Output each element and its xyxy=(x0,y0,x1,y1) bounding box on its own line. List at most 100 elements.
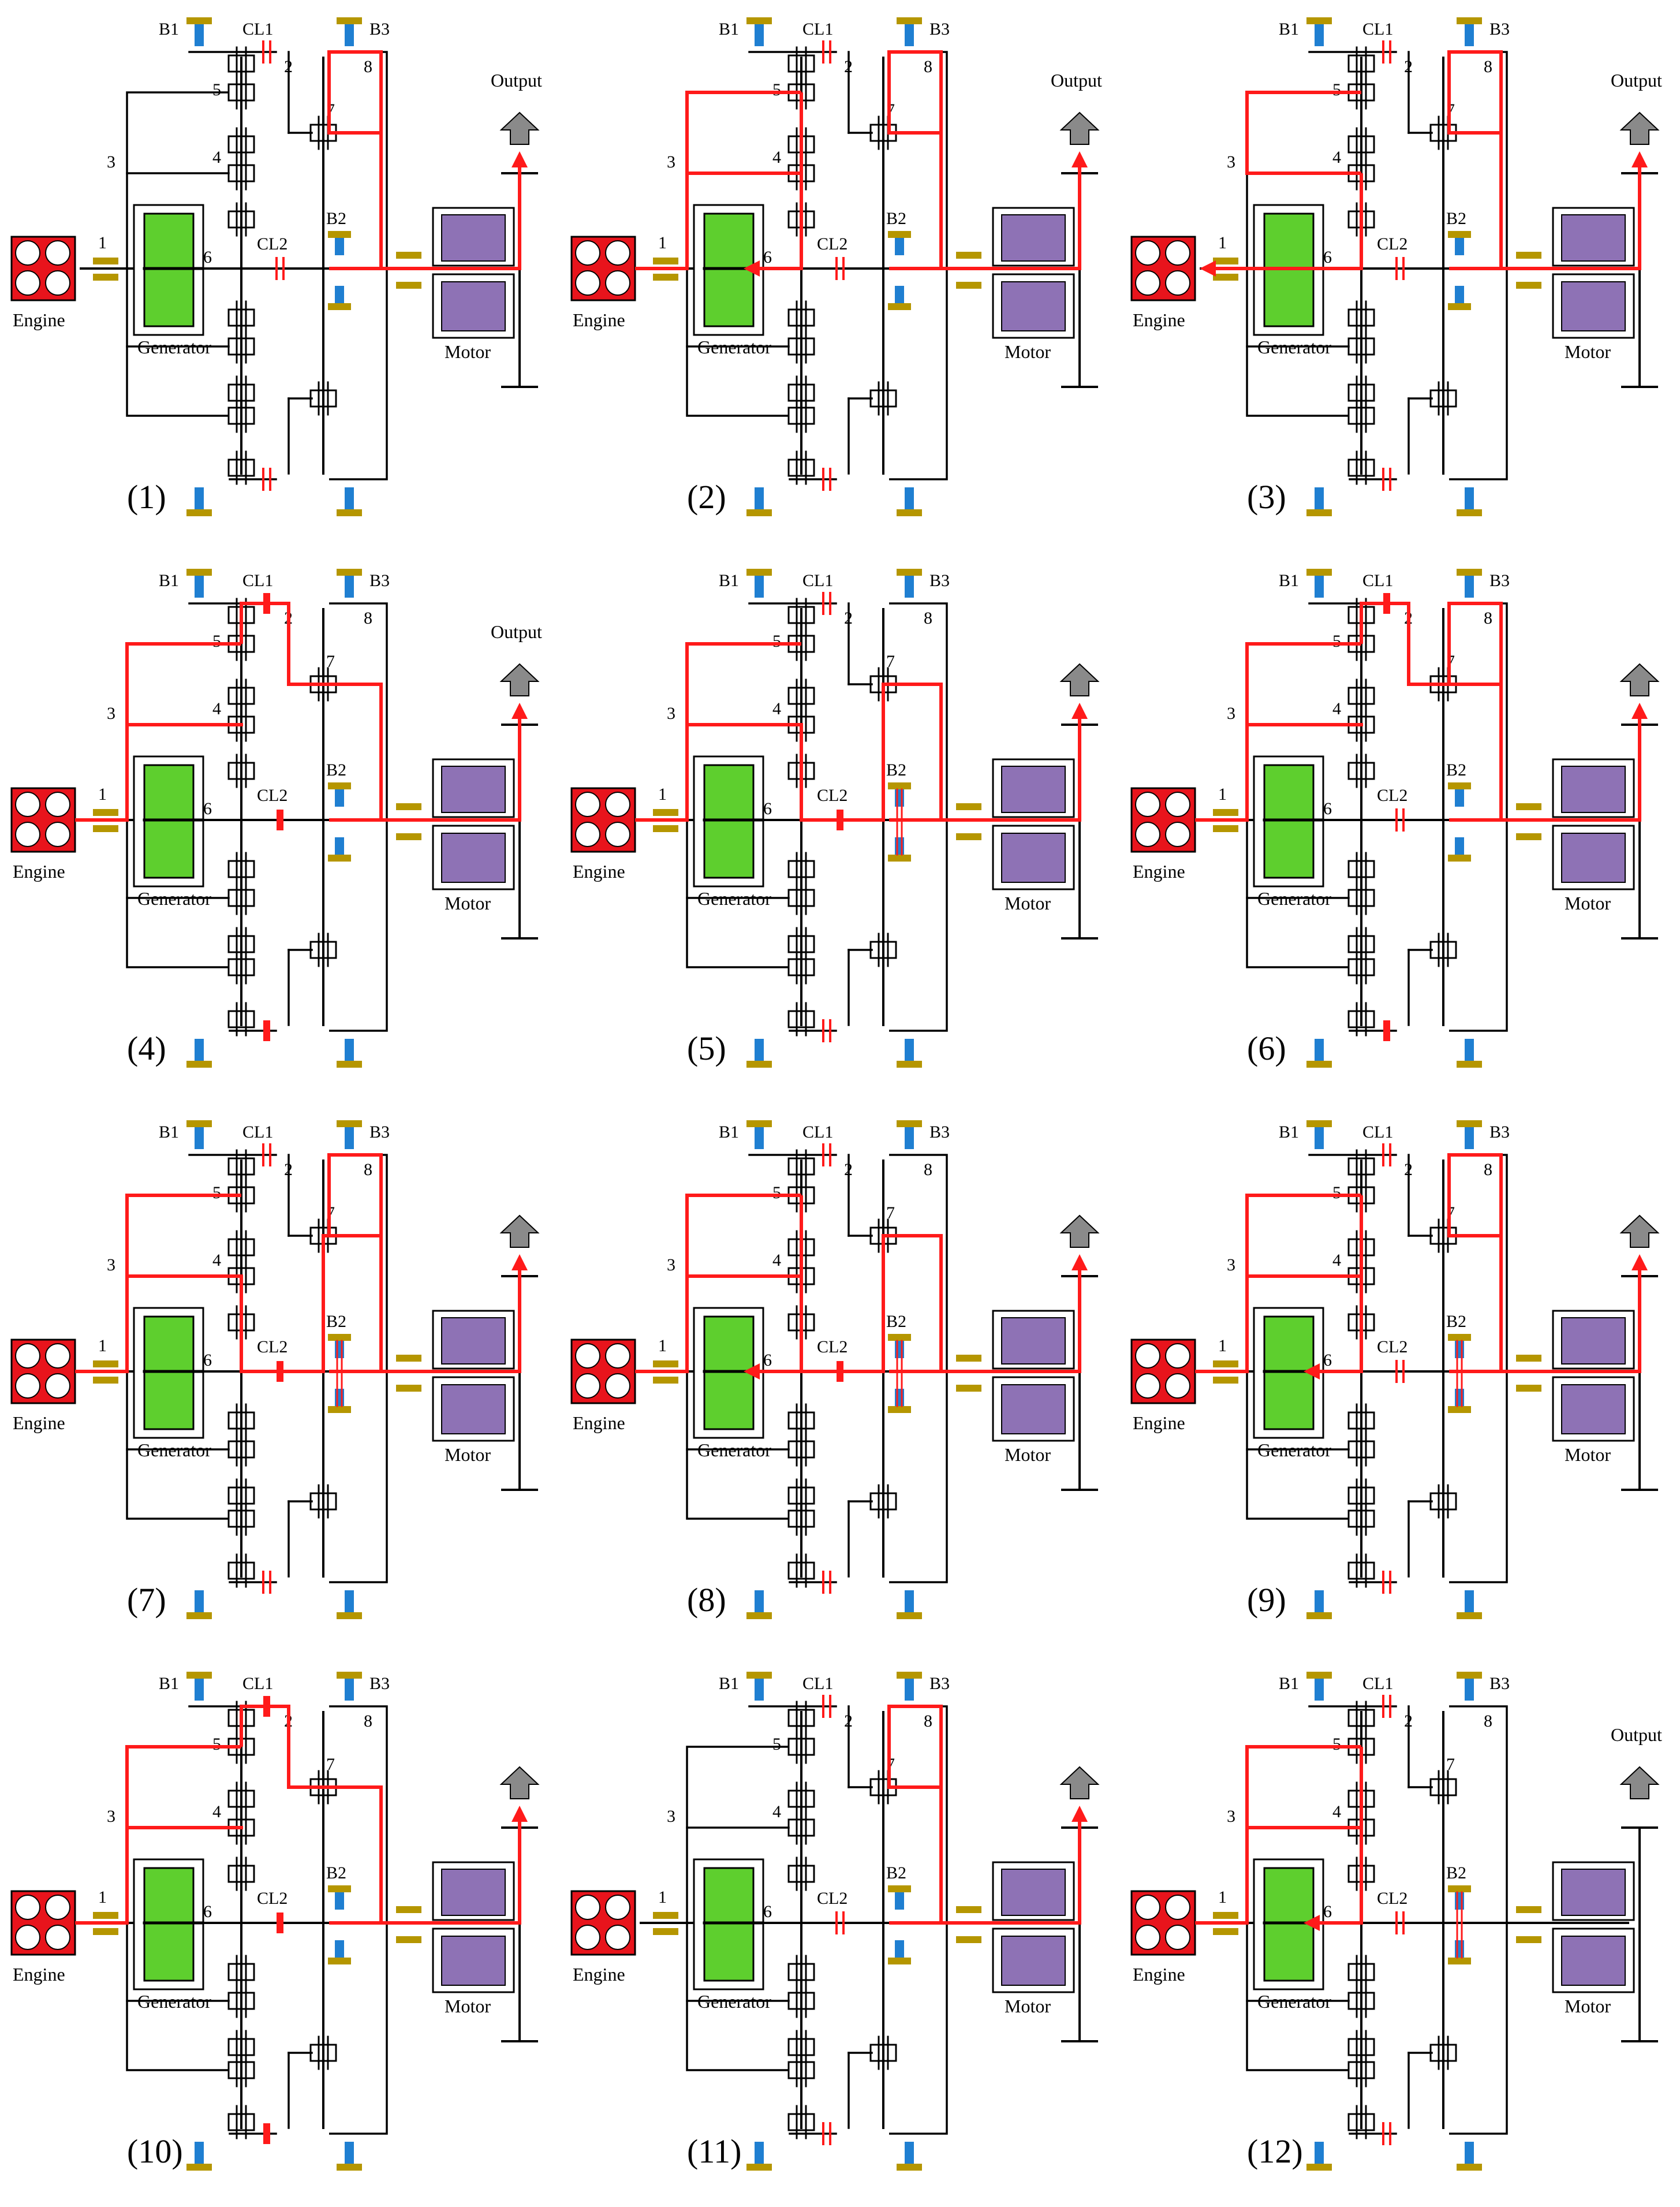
clutch-cl1-lower xyxy=(262,468,271,491)
gear-8-label: 8 xyxy=(364,609,372,628)
engine-cylinder-icon xyxy=(15,1343,40,1369)
gear-3-label: 3 xyxy=(1227,704,1235,723)
input-bearing xyxy=(1213,1928,1238,1935)
gear-5-label: 5 xyxy=(772,1183,781,1202)
flow-output-arrowhead xyxy=(512,703,528,719)
input-bearing xyxy=(1213,1377,1238,1384)
b1-label: B1 xyxy=(159,1123,179,1142)
brake-bottom-right xyxy=(897,1039,922,1068)
engine-cylinder-icon xyxy=(1135,822,1160,847)
motor-label: Motor xyxy=(445,341,491,362)
clutch-cl1 xyxy=(262,40,271,64)
planet-gear xyxy=(869,1484,897,1519)
planet-gear xyxy=(869,381,897,416)
motor-bearing xyxy=(1516,1385,1541,1392)
shaft-1-label: 1 xyxy=(98,785,107,804)
flow-output-arrowhead xyxy=(1072,1806,1088,1822)
b2-label: B2 xyxy=(886,209,906,228)
engine-cylinder-icon xyxy=(1165,792,1190,817)
gear-5-label: 5 xyxy=(212,1183,221,1202)
gear-6-label: 6 xyxy=(1323,1351,1332,1370)
gear-5-label: 5 xyxy=(772,1735,781,1754)
engine xyxy=(570,1890,636,1956)
b1-label: B1 xyxy=(1279,571,1299,590)
generator-label: Generator xyxy=(137,1991,211,2012)
motor-label: Motor xyxy=(1565,893,1611,914)
b3-label: B3 xyxy=(929,20,950,39)
sun-gear-tooth xyxy=(787,1478,815,1513)
gear-3-label: 3 xyxy=(667,1807,675,1826)
input-bearing xyxy=(1213,825,1238,832)
power-flow-path xyxy=(75,1705,528,1925)
planet-gear xyxy=(1429,1484,1457,1519)
sun-gear-tooth xyxy=(227,450,255,485)
power-flow-path xyxy=(635,642,1088,822)
engine-cylinder-icon xyxy=(15,1925,40,1950)
output-arrow-icon xyxy=(1059,1214,1100,1248)
cl1-label: CL1 xyxy=(1362,1674,1393,1693)
flow-through-cl1 xyxy=(240,1705,383,1923)
clutch-cl1 xyxy=(262,1143,271,1166)
sun-gear-tooth xyxy=(1347,754,1375,788)
planet-gear xyxy=(227,398,255,433)
b3-label: B3 xyxy=(1489,571,1510,590)
sun-gear-tooth xyxy=(1347,2030,1375,2064)
generator xyxy=(133,204,204,336)
engine-label: Engine xyxy=(1133,1964,1185,1985)
cl2-label: CL2 xyxy=(817,234,848,253)
engine-cylinder-icon xyxy=(605,1895,630,1920)
brake-bottom-left xyxy=(1306,1590,1332,1619)
cl2-label: CL2 xyxy=(817,1337,848,1356)
flow-through-cl2 xyxy=(800,1234,943,1373)
sun-gear-tooth xyxy=(787,2105,815,2139)
motor-bearing xyxy=(396,1936,421,1943)
output-arrow-icon xyxy=(1619,1214,1660,1248)
clutch-cl1-lower xyxy=(263,1020,270,1041)
input-bearing xyxy=(93,825,118,832)
brake-bottom-left xyxy=(186,1039,212,1068)
gear-7-label: 7 xyxy=(1446,1755,1455,1774)
generator-label: Generator xyxy=(1257,1440,1331,1460)
gear-8-label: 8 xyxy=(1484,57,1492,76)
cl2-label: CL2 xyxy=(1377,786,1408,805)
motor-bearing xyxy=(956,1906,981,1913)
flow-engine-carrier xyxy=(635,1194,801,1373)
b2-label: B2 xyxy=(326,1312,346,1331)
planet-gear xyxy=(1429,933,1457,967)
gear-3-label: 3 xyxy=(107,1807,115,1826)
cl1-label: CL1 xyxy=(242,1674,273,1693)
brake-bottom-left xyxy=(746,2142,772,2171)
brake-b3 xyxy=(897,569,922,598)
gear-8-label: 8 xyxy=(1484,1160,1492,1179)
b2-label: B2 xyxy=(1446,209,1466,228)
clutch-cl1 xyxy=(1382,40,1391,64)
engine-cylinder-icon xyxy=(1135,240,1160,266)
engine-cylinder-icon xyxy=(575,240,600,266)
flow-to-generator xyxy=(751,92,803,270)
mode-caption: (8) xyxy=(687,1581,726,1619)
gear-2-label: 2 xyxy=(284,1160,293,1179)
output-arrow-icon xyxy=(499,1766,540,1799)
clutch-cl2 xyxy=(277,810,283,830)
b2-label: B2 xyxy=(1446,760,1466,780)
b3-label: B3 xyxy=(929,1123,950,1142)
motor xyxy=(992,1861,1075,1993)
brake-b3 xyxy=(1457,17,1482,46)
b3-label: B3 xyxy=(1489,1123,1510,1142)
cl2-label: CL2 xyxy=(257,1889,288,1908)
shaft-1-label: 1 xyxy=(658,1336,667,1355)
motor xyxy=(992,1310,1075,1442)
sun-gear-tooth xyxy=(227,1955,255,1989)
gear-4-label: 4 xyxy=(772,699,781,718)
sun-gear-tooth xyxy=(227,927,255,961)
brake-b1 xyxy=(746,569,772,598)
engine-cylinder-icon xyxy=(45,1343,70,1369)
flow-output-arrowhead xyxy=(1632,703,1648,719)
flow-output-arrowhead xyxy=(512,1806,528,1822)
gear-3-label: 3 xyxy=(1227,1255,1235,1274)
flow-to-generator xyxy=(1311,1747,1363,1925)
motor-bearing xyxy=(396,282,421,289)
